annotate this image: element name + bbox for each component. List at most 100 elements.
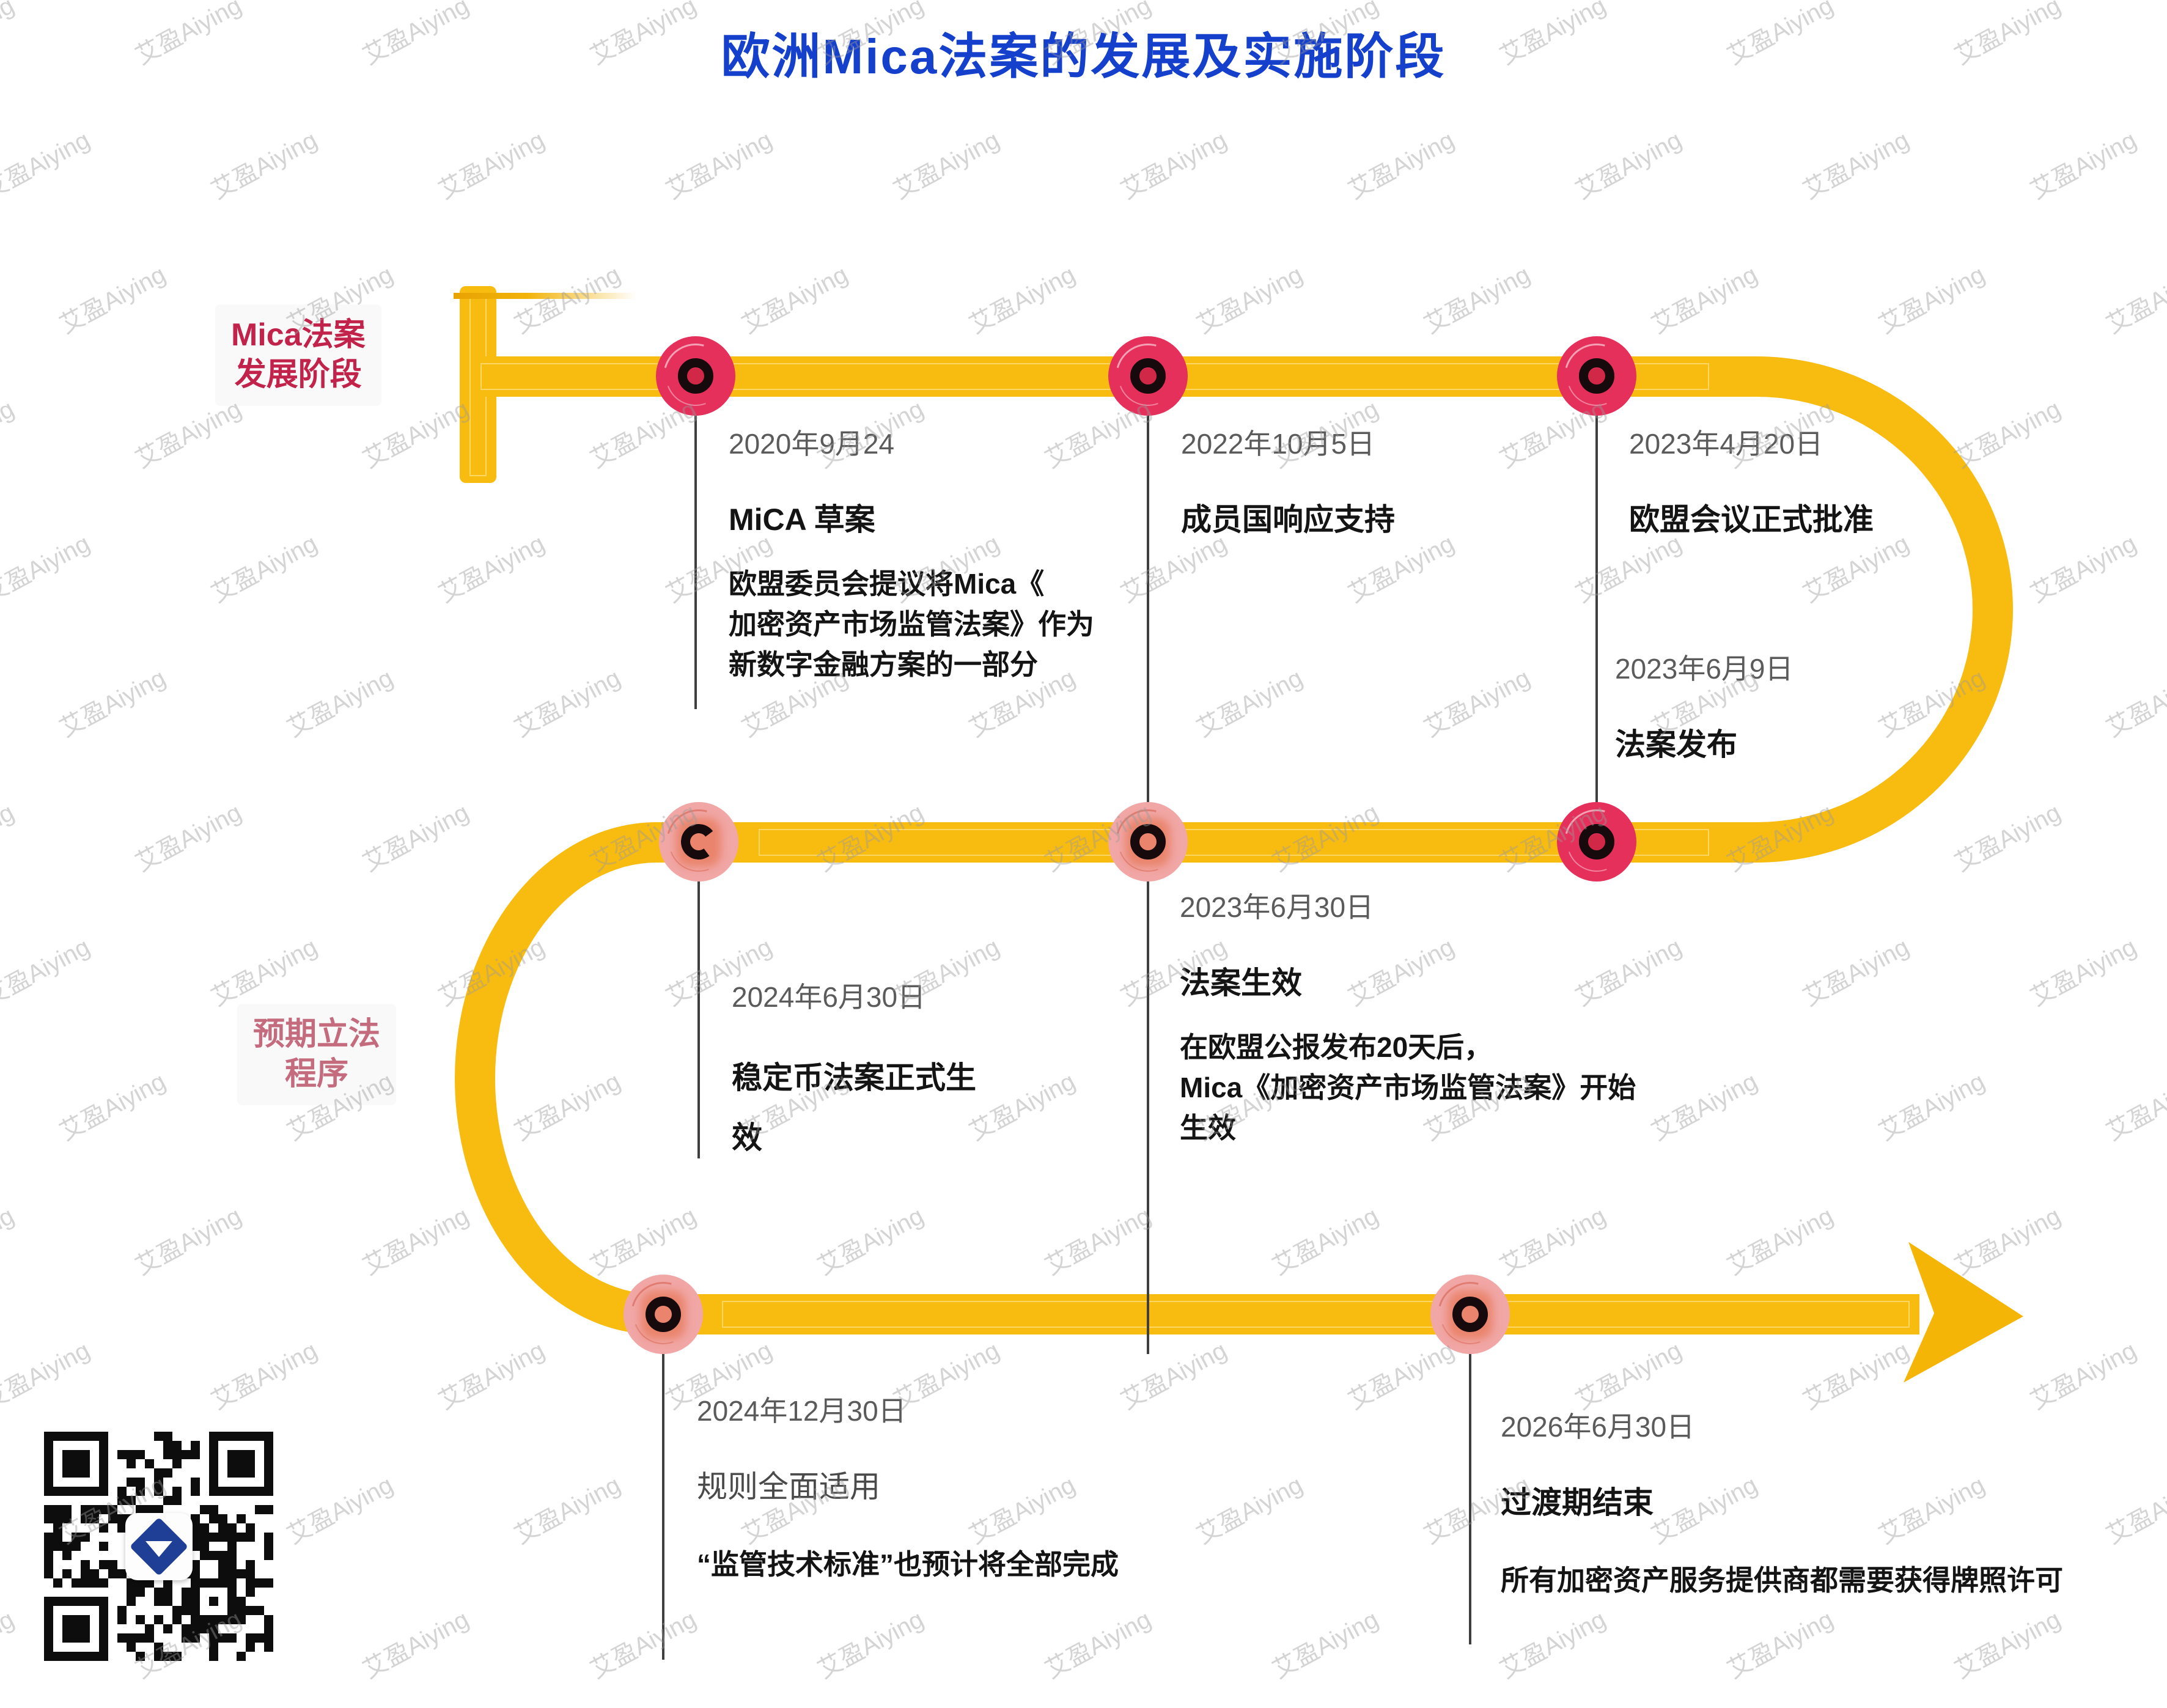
qr-module [53,1578,62,1588]
qr-module [99,1505,108,1514]
watermark-text: 艾盈Aiying [131,798,246,877]
qr-module [108,1569,117,1578]
event-date: 2024年6月30日 [732,981,926,1013]
desc-line: 在欧盟公报发布20天后， [1180,1031,1493,1063]
qr-module [264,1505,273,1514]
watermark-text: 艾盈Aiying [0,395,19,474]
watermark-text: 艾盈Aiying [0,126,95,205]
qr-module [44,1487,53,1496]
qr-module [72,1450,81,1459]
qr-module [246,1487,255,1496]
node-ring-icon [646,1297,681,1332]
qr-module [44,1505,53,1514]
node-ring-icon [1130,358,1166,394]
watermark-text: 艾盈Aiying [55,664,171,743]
qr-module [117,1615,127,1624]
event-date: 2026年6月30日 [1501,1411,1695,1443]
qr-module [218,1578,227,1588]
qr-module [154,1487,163,1496]
qr-module [136,1478,145,1487]
qr-module [44,1478,53,1487]
qr-module [237,1468,246,1478]
watermark-text: 艾盈Aiying [1874,1067,1990,1146]
connector-line [1595,376,1598,804]
watermark-text: 艾盈Aiying [2026,1336,2141,1415]
qr-module [246,1560,255,1569]
qr-module [127,1643,136,1652]
qr-module [81,1450,90,1459]
triangle-glyph-icon [145,1541,172,1557]
qr-module [44,1514,53,1523]
watermark-text: 艾盈Aiying [1268,1605,1383,1684]
timeline-paint-streak [454,293,637,299]
qr-module [237,1459,246,1468]
watermark-text: 艾盈Aiying [1495,1202,1611,1281]
watermark-text: 艾盈Aiying [1268,1202,1383,1281]
watermark-text: 艾盈Aiying [1116,126,1232,205]
watermark-text: 艾盈Aiying [1798,126,1914,205]
qr-module [44,1533,53,1542]
desc-line: 欧盟委员会提议将Mica《 [729,568,1045,600]
qr-module [62,1569,72,1578]
qr-module [209,1487,218,1496]
section-label-line: 预期立法 [253,1017,381,1052]
qr-center-logo-icon [125,1513,193,1580]
qr-module [218,1533,227,1542]
qr-module [117,1450,127,1459]
qr-module [191,1478,200,1487]
qr-module [127,1633,136,1643]
qr-module [62,1597,72,1606]
qr-module [191,1450,200,1459]
qr-module [117,1633,127,1643]
qr-module [90,1569,99,1578]
qr-module [246,1533,255,1542]
qr-module [218,1551,227,1560]
qr-module [172,1459,182,1468]
qr-module [99,1643,108,1652]
event-date: 2022年10月5日 [1181,428,1375,460]
qr-module [227,1633,237,1643]
node-blotch [1448,1290,1493,1339]
qr-module [237,1533,246,1542]
event-description: 欧盟委员会提议将Mica《 加密资产市场监管法案》作为 新数字金融方案的一部分 [729,564,1094,685]
node-blotch [641,1290,686,1339]
qr-module [53,1523,62,1533]
qr-module [154,1615,163,1624]
qr-module [90,1578,99,1588]
qr-module [255,1606,264,1615]
qr-module [246,1643,255,1652]
qr-module [154,1652,163,1661]
section-label-line: 发展阶段 [234,357,362,392]
watermark-text: 艾盈Aiying [661,126,777,205]
qr-module [44,1569,53,1578]
qr-module [218,1432,227,1441]
watermark-text: 艾盈Aiying [434,126,550,205]
watermark-text: 艾盈Aiying [2026,933,2141,1012]
qr-module [209,1652,218,1661]
qr-module [209,1450,218,1459]
section-label-expected-legislation: 预期立法 程序 [237,1004,397,1105]
qr-module [108,1560,117,1569]
qr-module [182,1597,191,1606]
qr-module [154,1505,163,1514]
qr-module [154,1588,163,1597]
watermark-text: 艾盈Aiying [2102,1067,2167,1146]
qr-module [62,1542,72,1551]
qr-module [44,1597,53,1606]
watermark-text: 艾盈Aiying [0,529,95,608]
qr-module [172,1615,182,1624]
qr-module [81,1578,90,1588]
qr-module [218,1615,227,1624]
watermark-text: 艾盈Aiying [207,1336,322,1415]
qr-module [227,1533,237,1542]
watermark-text: 艾盈Aiying [1192,260,1308,339]
qr-module [145,1459,154,1468]
watermark-text: 艾盈Aiying [1798,933,1914,1012]
qr-module [90,1505,99,1514]
qr-module [264,1551,273,1560]
qr-module [81,1597,90,1606]
qr-module [136,1652,145,1661]
qr-module [72,1459,81,1468]
page-title: 欧洲Mica法案的发展及实施阶段 [721,29,1446,84]
event-transition-period-ends: 2026年6月30日 过渡期结束 所有加密资产服务提供商都需要获得牌照许可 [1501,1405,2063,1600]
